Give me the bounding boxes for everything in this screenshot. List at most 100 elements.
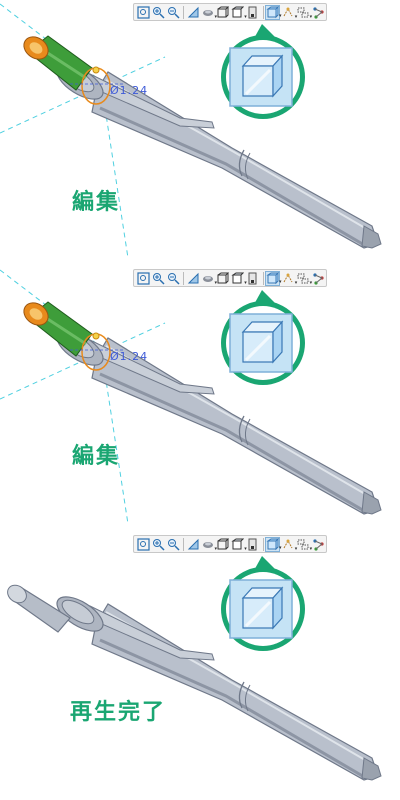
spin-center-button[interactable]: ▾ [296,5,313,20]
hidden-line-button[interactable] [216,537,230,552]
shaded-button[interactable]: ▾ [231,5,247,20]
spin-center-icon [297,273,309,283]
pan-icon [202,541,213,548]
step-label: 編集 [72,444,121,469]
datum-display-button[interactable]: ▾ [281,5,298,20]
spin-center-button[interactable]: ▾ [296,537,313,552]
display-style-icon [266,537,280,550]
dropdown-arrow-icon: ▾ [294,279,298,286]
spin-center-icon [297,7,309,17]
annotation-icon [312,538,324,551]
pen-model[interactable] [4,582,382,781]
dropdown-arrow-icon: ▾ [214,545,218,552]
model-viewport[interactable] [0,532,400,798]
annotation-button[interactable] [311,271,325,286]
toolbar-separator [183,271,185,285]
view-orient-button[interactable] [186,5,200,20]
toolbar-zoom-callout [221,290,305,385]
display-style-icon [229,313,293,373]
zoom-out-button[interactable] [167,5,181,20]
display-style-button[interactable]: ▾ [265,270,282,286]
zoom-fit-button[interactable] [137,271,151,286]
datum-display-icon [283,273,293,282]
dropdown-arrow-icon: ▾ [278,278,282,285]
dropdown-arrow-icon: ▾ [244,13,247,20]
toolbar-zoom-callout [221,24,305,119]
spin-center-icon [297,539,309,549]
hidden-line-button[interactable] [216,5,230,20]
zoom-out-button[interactable] [167,271,181,286]
annotation-button[interactable] [311,537,325,552]
shaded-button[interactable]: ▾ [231,271,247,286]
display-style-button[interactable]: ▾ [265,536,282,552]
view-manager-button[interactable] [246,271,260,286]
pan-icon [202,275,213,282]
zoom-in-button[interactable] [152,271,166,286]
zoom-in-button[interactable] [152,5,166,20]
dropdown-arrow-icon: ▾ [214,279,218,286]
dropdown-arrow-icon: ▾ [309,545,313,552]
zoom-in-icon [153,272,165,285]
zoom-out-icon [168,272,180,285]
pen-tip [361,491,382,515]
view-manager-icon [248,272,257,284]
display-style-button[interactable]: ▾ [265,4,281,20]
view-orient-icon [187,272,199,283]
toolbar-zoom-callout [221,556,305,651]
dimension-label[interactable]: Ø1.24 [110,84,149,97]
hidden-line-button[interactable] [216,271,230,286]
annotation-icon [312,272,324,285]
graphics-toolbar: ▾ ▾ ▾ ▾ ▾ [133,269,327,287]
dropdown-arrow-icon: ▾ [294,13,298,20]
datum-display-icon [283,539,293,548]
spin-center-button[interactable]: ▾ [296,271,313,286]
datum-display-icon [283,7,293,16]
toolbar-separator [183,537,185,551]
display-style-icon [229,47,293,107]
model-viewport[interactable] [0,0,400,266]
view-orient-icon [187,538,199,549]
view-manager-button[interactable] [246,5,260,20]
zoom-out-icon [168,6,180,19]
view-orient-button[interactable] [186,537,200,552]
datum-display-button[interactable]: ▾ [281,537,298,552]
pan-button[interactable]: ▾ [201,537,218,552]
datum-display-button[interactable]: ▾ [281,271,298,286]
zoom-out-button[interactable] [167,537,181,552]
dropdown-arrow-icon: ▾ [244,545,247,552]
pen-tip [361,757,382,781]
view-orient-icon [187,6,199,17]
pan-icon [202,9,213,16]
view-manager-button[interactable] [246,537,260,552]
dropdown-arrow-icon: ▾ [309,13,313,20]
display-style-icon [266,271,280,284]
annotation-button[interactable] [311,5,325,20]
view-orient-button[interactable] [186,271,200,286]
pen-model[interactable] [0,269,382,525]
zoom-fit-icon [137,271,151,285]
pen-tip [361,225,382,249]
pen-model[interactable] [0,3,382,259]
step-label: 編集 [72,190,121,215]
toolbar-separator [262,537,264,551]
pan-button[interactable]: ▾ [201,271,218,286]
dropdown-arrow-icon: ▾ [309,279,313,286]
hidden-line-icon [217,6,230,17]
zoom-fit-button[interactable] [137,5,151,20]
zoom-fit-button[interactable] [137,537,151,552]
view-manager-icon [248,538,257,550]
zoom-in-button[interactable] [152,537,166,552]
model-viewport[interactable] [0,266,400,532]
step-panel-3: ▾▾▾▾▾ 再生完了 [0,532,400,798]
dropdown-arrow-icon: ▾ [278,544,282,551]
toolbar-separator [262,271,264,285]
toolbar-separator [262,5,264,19]
hidden-line-icon [217,538,230,549]
graphics-toolbar: ▾ ▾ ▾ ▾ ▾ [133,3,327,21]
dimension-label[interactable]: Ø1.24 [110,350,149,363]
push-button-top [7,584,27,604]
shaded-icon [231,6,245,17]
shaded-button[interactable]: ▾ [231,537,247,552]
dropdown-arrow-icon: ▾ [294,545,298,552]
pan-button[interactable]: ▾ [201,5,217,20]
